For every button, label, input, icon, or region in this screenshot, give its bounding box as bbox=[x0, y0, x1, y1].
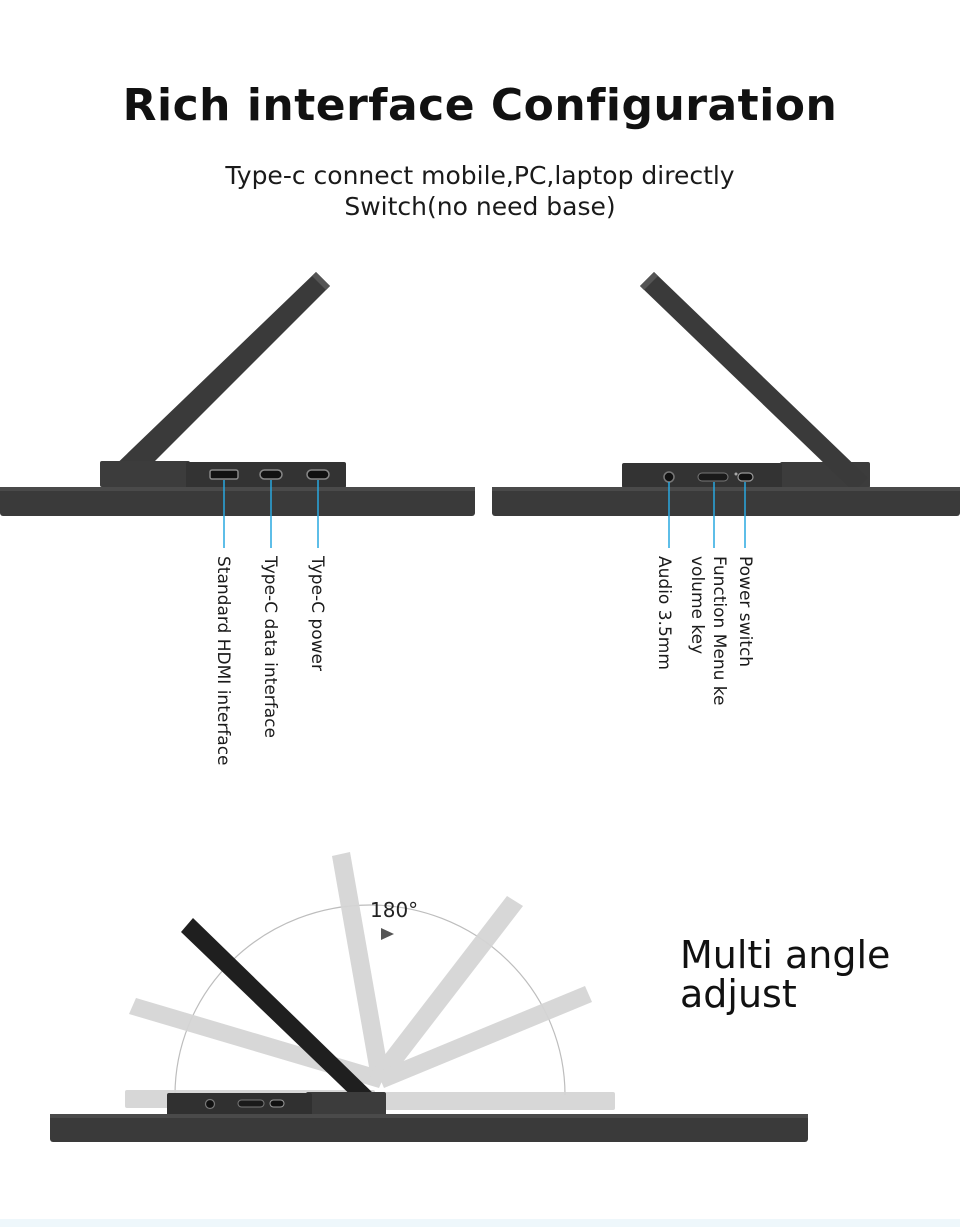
typec-data-port-icon bbox=[259, 469, 283, 480]
page-subtitle: Type-c connect mobile,PC,laptop directly… bbox=[0, 160, 960, 222]
left-device bbox=[0, 272, 475, 548]
left-stand bbox=[106, 272, 330, 486]
audio-label: Audio 3.5mm bbox=[654, 556, 674, 670]
right-stand bbox=[640, 272, 868, 492]
hdmi-label: Standard HDMI interface bbox=[213, 556, 233, 766]
right-base bbox=[492, 487, 960, 516]
angle-base bbox=[50, 1114, 808, 1142]
power-switch-label: Power switch bbox=[735, 556, 755, 668]
subtitle-line-2: Switch(no need base) bbox=[344, 192, 616, 221]
arc-arrow-icon bbox=[381, 928, 394, 940]
left-rear-block bbox=[100, 461, 190, 487]
typec-power-port-icon bbox=[306, 469, 330, 480]
angle-device bbox=[50, 852, 808, 1142]
angle-audio-jack-icon bbox=[204, 1098, 216, 1110]
subtitle-line-1: Type-c connect mobile,PC,laptop directly bbox=[225, 161, 735, 190]
left-base bbox=[0, 487, 475, 516]
page-title: Rich interface Configuration bbox=[122, 80, 838, 131]
audio-jack-icon bbox=[663, 471, 675, 483]
multi-angle-caption-line1: Multi angle bbox=[680, 933, 891, 977]
typec-power-label: Type-C power bbox=[307, 556, 327, 671]
hdmi-port-icon bbox=[209, 469, 239, 480]
angle-rear-block bbox=[306, 1092, 386, 1116]
angle-main-stand bbox=[181, 918, 376, 1108]
typec-data-label: Type-C data interface bbox=[260, 556, 280, 738]
power-switch-icon bbox=[737, 472, 754, 482]
function-key-label-line2: volume key bbox=[687, 556, 707, 655]
angle-function-key-icon bbox=[237, 1099, 265, 1108]
bottom-strip bbox=[0, 1219, 960, 1227]
angle-degrees-label: 180° bbox=[370, 898, 419, 922]
ghost-stands bbox=[125, 852, 615, 1110]
function-key-icon bbox=[697, 472, 729, 482]
multi-angle-caption-line2: adjust bbox=[680, 972, 797, 1016]
right-device bbox=[492, 272, 960, 548]
multi-angle-caption: Multi angle adjust bbox=[680, 936, 890, 1014]
function-key-label-line1: Function Menu ke bbox=[709, 556, 729, 706]
angle-power-switch-icon bbox=[269, 1099, 285, 1108]
